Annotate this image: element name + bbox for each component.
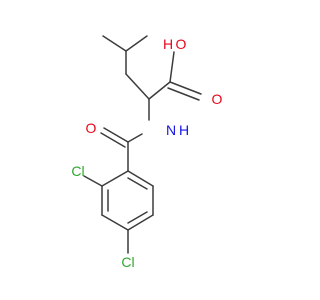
bond-amide-double-o-b bbox=[100, 132, 126, 148]
ring-bond-c1-c2 bbox=[101, 170, 129, 187]
bond-carboxyl-double-o-b bbox=[167, 87, 200, 101]
atom-chlorine-ortho: Cl bbox=[71, 163, 84, 179]
bond-alpha-carboxyl bbox=[148, 81, 171, 100]
bond-carboxyl-double-o-a bbox=[169, 81, 202, 95]
bond-ch2-alpha bbox=[125, 73, 150, 100]
ring-bond-c4-c5 bbox=[127, 214, 154, 231]
bond-methyl-left bbox=[102, 35, 127, 52]
bond-methyl-right bbox=[125, 35, 148, 52]
atom-hydroxyl-oxygen: O bbox=[176, 36, 187, 52]
ring-bond-c3-c4 bbox=[101, 214, 129, 231]
atom-amide-hydrogen: H bbox=[179, 122, 189, 138]
atom-chlorine-para: Cl bbox=[121, 254, 134, 270]
ring-bond-c6-c1 bbox=[127, 170, 154, 187]
bond-carboxyl-oh bbox=[169, 51, 175, 83]
atom-hydroxyl-hydrogen: H bbox=[163, 36, 173, 52]
ring-inner-double-3 bbox=[127, 177, 148, 190]
atom-amide-nitrogen: N bbox=[166, 122, 176, 138]
bond-nitrogen-amide-carbon bbox=[127, 133, 143, 143]
molecule-structure: H O O N H O Cl Cl bbox=[71, 35, 223, 270]
ring-inner-double-2 bbox=[127, 211, 148, 224]
atom-carbonyl-oxygen-acid: O bbox=[212, 91, 223, 107]
bond-ring-chlorine-ortho bbox=[83, 175, 103, 187]
bond-amide-double-o-a bbox=[103, 127, 129, 143]
atom-amide-oxygen: O bbox=[86, 120, 97, 136]
molecule-canvas: H O O N H O Cl Cl bbox=[71, 35, 223, 270]
